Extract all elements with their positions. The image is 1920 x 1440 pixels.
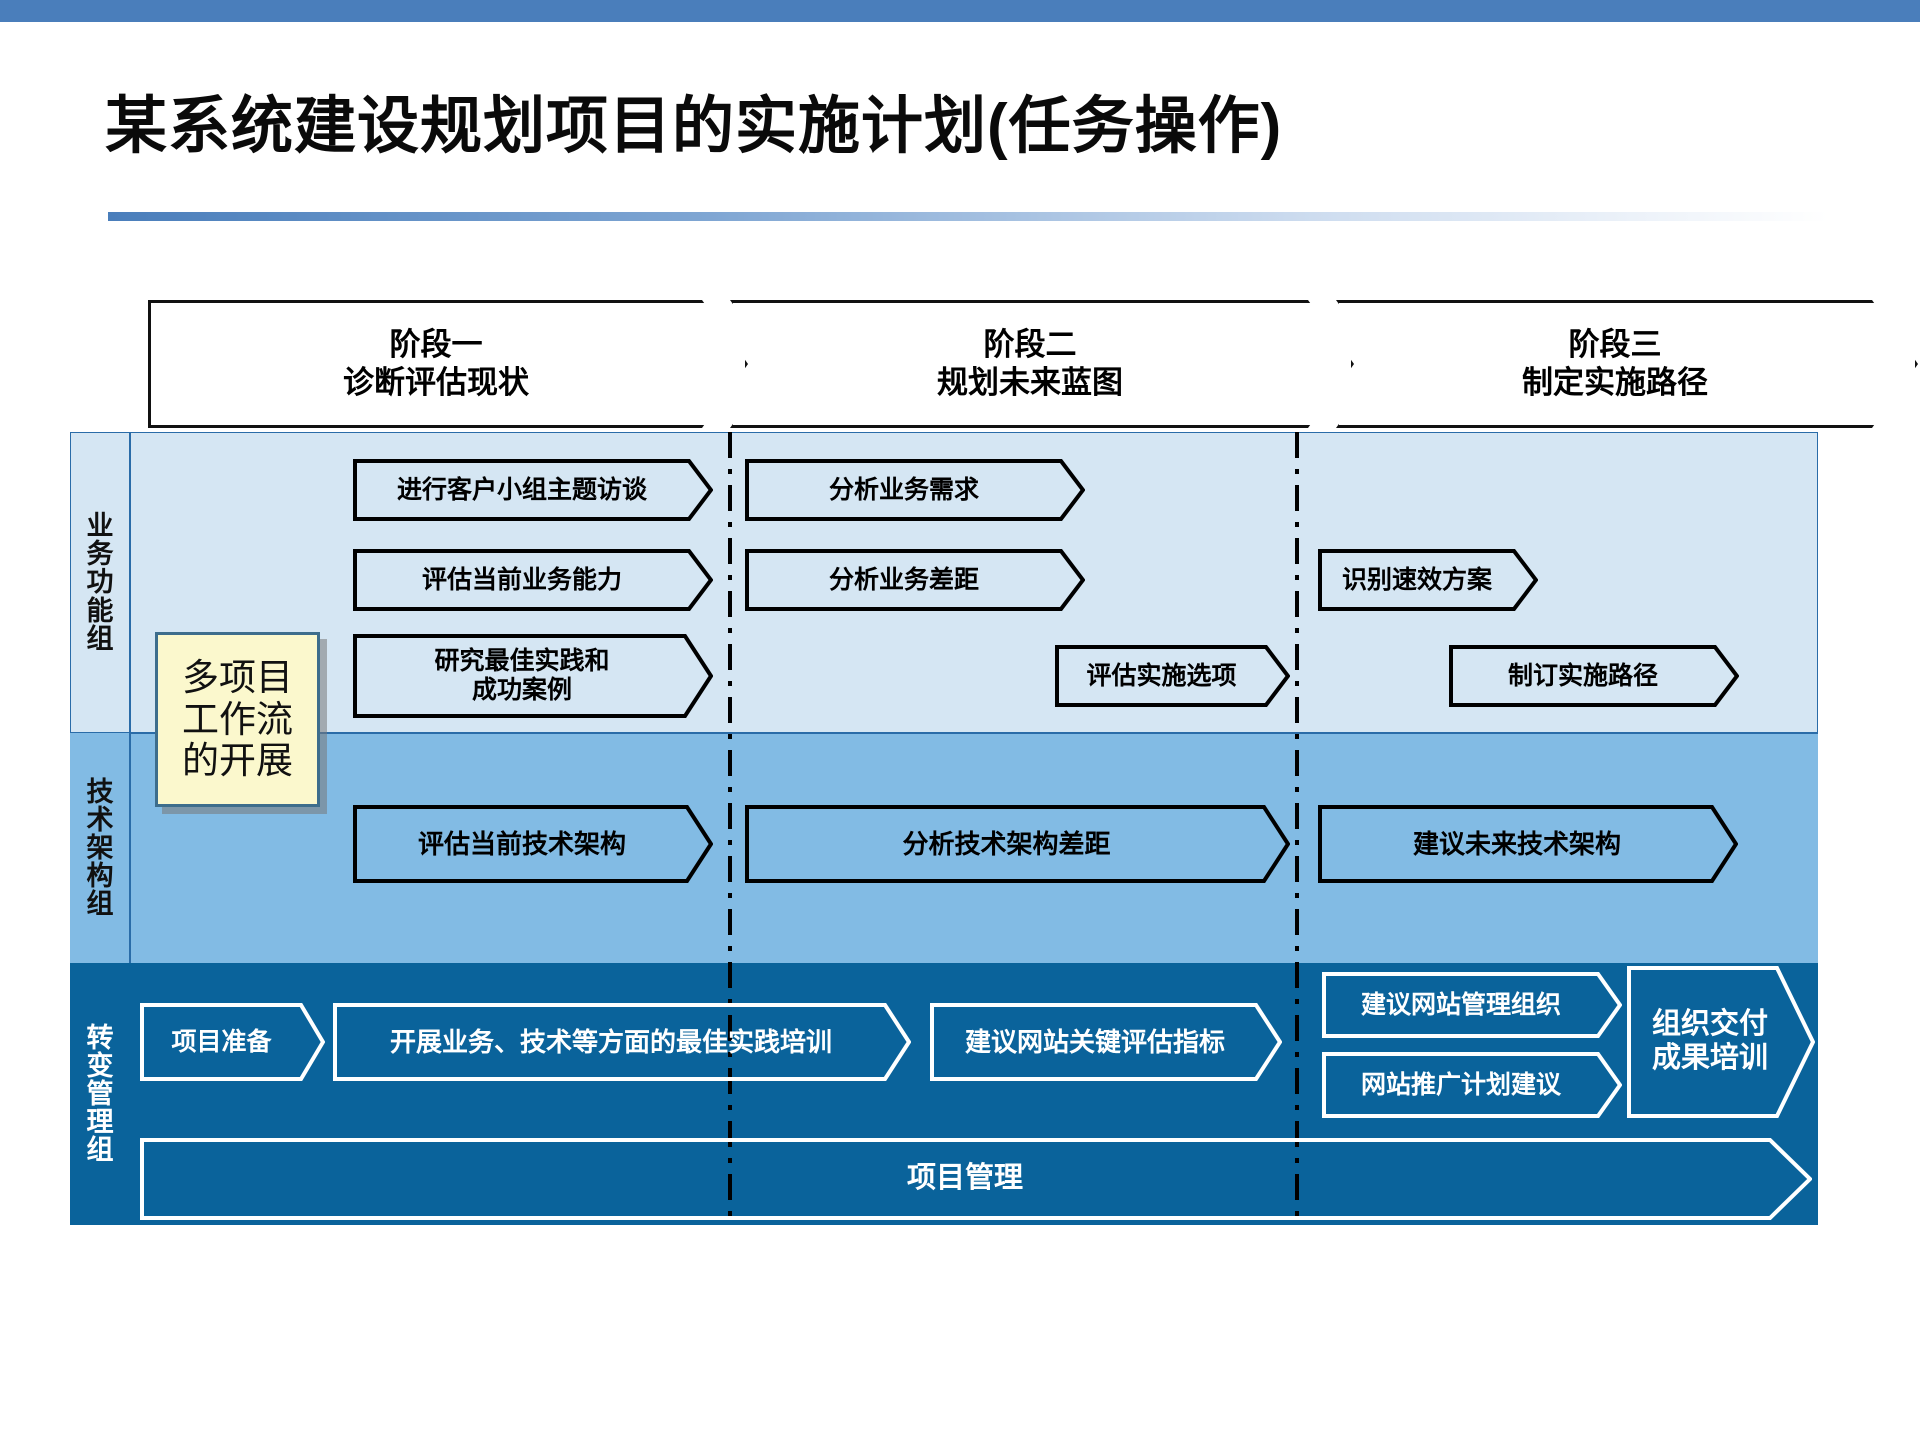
task-chevron[interactable]: 建议网站关键评估指标	[930, 1003, 1282, 1081]
task-chevron[interactable]: 分析业务需求	[745, 459, 1085, 521]
chevron-outline	[353, 459, 713, 521]
task-chevron[interactable]: 开展业务、技术等方面的最佳实践培训	[333, 1003, 911, 1081]
task-label: 网站推广计划建议	[1360, 1070, 1561, 1099]
phase-1-subtitle: 诊断评估现状	[343, 365, 529, 400]
lane-label-technology-text: 技术架构组	[86, 776, 114, 920]
phase-3-subtitle: 制定实施路径	[1522, 365, 1708, 400]
task-chevron[interactable]: 研究最佳实践和 成功案例	[353, 634, 713, 718]
task-chevron[interactable]: 网站推广计划建议	[1322, 1052, 1622, 1118]
task-label-line1: 研究最佳实践和	[434, 647, 610, 675]
lane-divider-2	[130, 963, 1818, 964]
phase-header-3[interactable]: 阶段三 制定实施路径	[1336, 300, 1918, 428]
chevron-outline	[1627, 966, 1815, 1118]
task-label: 评估当前业务能力	[421, 565, 622, 594]
task-label: 制订实施路径	[1507, 661, 1658, 690]
chevron-outline	[1318, 549, 1538, 611]
chevron-outline	[1449, 645, 1739, 707]
chevron-outline	[745, 549, 1085, 611]
task-chevron[interactable]: 评估实施选项	[1055, 645, 1290, 707]
top-accent-bar	[0, 0, 1920, 22]
lane-band-technology	[70, 733, 1818, 963]
chevron-outline	[353, 805, 713, 883]
callout-line3: 的开展	[182, 740, 293, 782]
task-label: 评估实施选项	[1086, 661, 1237, 690]
lane-label-change-text: 转变管理组	[86, 1022, 114, 1166]
phase-2-subtitle: 规划未来蓝图	[937, 365, 1123, 400]
chevron-outline	[353, 549, 713, 611]
page-title: 某系统建设规划项目的实施计划(任务操作)	[105, 92, 1283, 161]
task-label-line2: 成功案例	[471, 676, 572, 704]
title-underline-rule	[108, 212, 1828, 221]
chevron-outline	[1322, 972, 1622, 1038]
task-chevron[interactable]: 建议网站管理组织	[1322, 972, 1622, 1038]
task-label-multiline: 研究最佳实践和 成功案例	[428, 647, 615, 705]
lane-label-technology: 技术架构组	[71, 733, 129, 963]
label-column-divider	[129, 432, 131, 963]
task-label-line2: 成果培训	[1651, 1042, 1768, 1074]
task-label: 分析业务需求	[828, 475, 979, 504]
task-label: 建议网站关键评估指标	[964, 1026, 1225, 1057]
task-chevron[interactable]: 分析业务差距	[745, 549, 1085, 611]
phase-divider-line-2	[1294, 432, 1300, 1225]
chevron-outline	[745, 805, 1290, 883]
task-chevron[interactable]: 项目准备	[140, 1003, 325, 1081]
task-chevron[interactable]: 制订实施路径	[1449, 645, 1739, 707]
task-chevron[interactable]: 建议未来技术架构	[1318, 805, 1738, 883]
task-chevron-project-management[interactable]: 项目管理	[140, 1138, 1812, 1220]
task-label: 识别速效方案	[1341, 565, 1492, 594]
task-label: 建议未来技术架构	[1412, 828, 1621, 859]
task-label: 进行客户小组主题访谈	[396, 475, 647, 504]
task-label: 建议网站管理组织	[1360, 990, 1561, 1019]
phase-header-2[interactable]: 阶段二 规划未来蓝图	[730, 300, 1354, 428]
task-chevron[interactable]: 分析技术架构差距	[745, 805, 1290, 883]
phase-header-bar: 阶段一 诊断评估现状 阶段二 规划未来蓝图 阶段三 制定实施路径	[148, 300, 1918, 428]
phase-divider-line-1	[727, 432, 733, 1225]
chevron-outline	[1318, 805, 1738, 883]
phase-1-name: 阶段一	[389, 327, 483, 363]
chevron-outline	[745, 459, 1085, 521]
lane-label-change: 转变管理组	[71, 963, 129, 1225]
phase-3-name: 阶段三	[1568, 327, 1662, 363]
chevron-outline	[353, 634, 713, 718]
callout-line1: 多项目	[182, 657, 293, 699]
task-label-multiline: 组织交付 成果培训	[1646, 1008, 1774, 1075]
lane-band-business	[70, 432, 1818, 733]
lane-label-business-text: 业务功能组	[86, 511, 114, 654]
lane-divider-1	[130, 733, 1818, 734]
chevron-outline	[1322, 1052, 1622, 1118]
task-label: 项目准备	[171, 1027, 272, 1056]
chevron-outline	[140, 1138, 1812, 1220]
phase-header-1[interactable]: 阶段一 诊断评估现状	[148, 300, 748, 428]
task-chevron[interactable]: 评估当前业务能力	[353, 549, 713, 611]
task-chevron[interactable]: 评估当前技术架构	[353, 805, 713, 883]
phase-2-name: 阶段二	[983, 327, 1077, 363]
task-label: 评估当前技术架构	[417, 828, 626, 859]
chevron-outline	[333, 1003, 911, 1081]
task-label-line1: 组织交付	[1651, 1008, 1768, 1041]
task-chevron[interactable]: 识别速效方案	[1318, 549, 1538, 611]
callout-line2: 工作流	[182, 698, 293, 740]
task-label: 分析业务差距	[828, 565, 979, 594]
task-chevron[interactable]: 进行客户小组主题访谈	[353, 459, 713, 521]
task-label: 分析技术架构差距	[902, 828, 1111, 859]
task-label: 项目管理	[906, 1162, 1023, 1195]
chevron-outline	[140, 1003, 325, 1081]
lane-label-business: 业务功能组	[71, 432, 129, 733]
callout-note[interactable]: 多项目 工作流 的开展	[155, 632, 320, 807]
task-label: 开展业务、技术等方面的最佳实践培训	[389, 1026, 832, 1057]
task-chevron[interactable]: 组织交付 成果培训	[1627, 966, 1815, 1118]
chevron-outline	[930, 1003, 1282, 1081]
chevron-outline	[1055, 645, 1290, 707]
